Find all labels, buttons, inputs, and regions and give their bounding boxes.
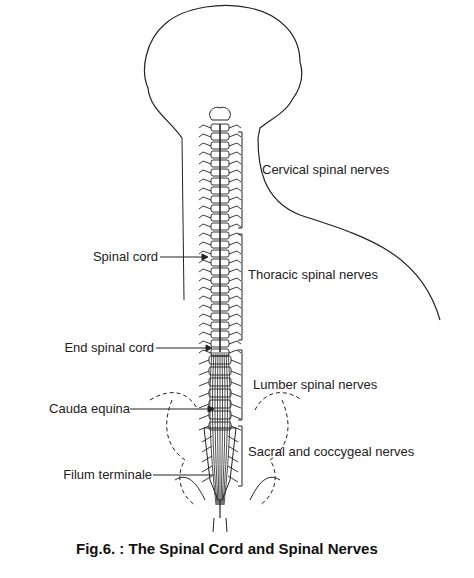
lumbar-nerve xyxy=(199,415,241,419)
region-label: Cervical spinal nerves xyxy=(262,162,389,178)
coccyx-line xyxy=(213,518,227,532)
spinal-cord xyxy=(219,124,221,352)
pelvis-outline xyxy=(150,393,302,410)
region-label: Thoracic spinal nerves xyxy=(248,267,378,283)
lumbar-nerve xyxy=(199,360,241,364)
lumbar-vertebra xyxy=(209,422,231,430)
figure-caption: Fig.6. : The Spinal Cord and Spinal Nerv… xyxy=(76,540,378,557)
lumbar-nerve xyxy=(199,382,241,386)
lumbar-vertebra xyxy=(209,411,231,419)
lumbar-nerve xyxy=(199,393,241,397)
sacrum xyxy=(204,428,236,500)
part-label: Filum terminale xyxy=(63,467,152,483)
sacral-nerve xyxy=(202,446,238,452)
part-label: Cauda equina xyxy=(49,401,130,417)
shoulder-outline xyxy=(258,138,440,320)
lumbar-nerve xyxy=(199,371,241,375)
sacral-nerve xyxy=(202,476,238,482)
part-label: End spinal cord xyxy=(64,340,154,356)
leader-lines xyxy=(130,254,214,475)
sacral-nerve xyxy=(202,466,238,472)
hip-outline xyxy=(175,477,280,500)
lumbar-vertebra xyxy=(209,356,231,364)
brain-stem xyxy=(210,107,231,120)
lumbar-vertebra xyxy=(209,389,231,397)
sacral-nerve xyxy=(202,436,238,442)
lumbar-vertebra xyxy=(209,400,231,408)
lumbar-nerve xyxy=(199,404,241,408)
part-label: Spinal cord xyxy=(93,249,158,265)
head-outline xyxy=(145,5,302,138)
spinal-column xyxy=(199,107,241,532)
sacral-nerve xyxy=(202,456,238,462)
bracket xyxy=(238,426,242,486)
region-label: Lumber spinal nerves xyxy=(253,377,377,393)
lumbar-vertebra xyxy=(209,378,231,386)
region-label: Sacral and coccygeal nerves xyxy=(248,444,414,460)
neck-outline xyxy=(182,138,184,300)
filum-terminale xyxy=(219,500,220,518)
lumbar-vertebra xyxy=(209,367,231,375)
